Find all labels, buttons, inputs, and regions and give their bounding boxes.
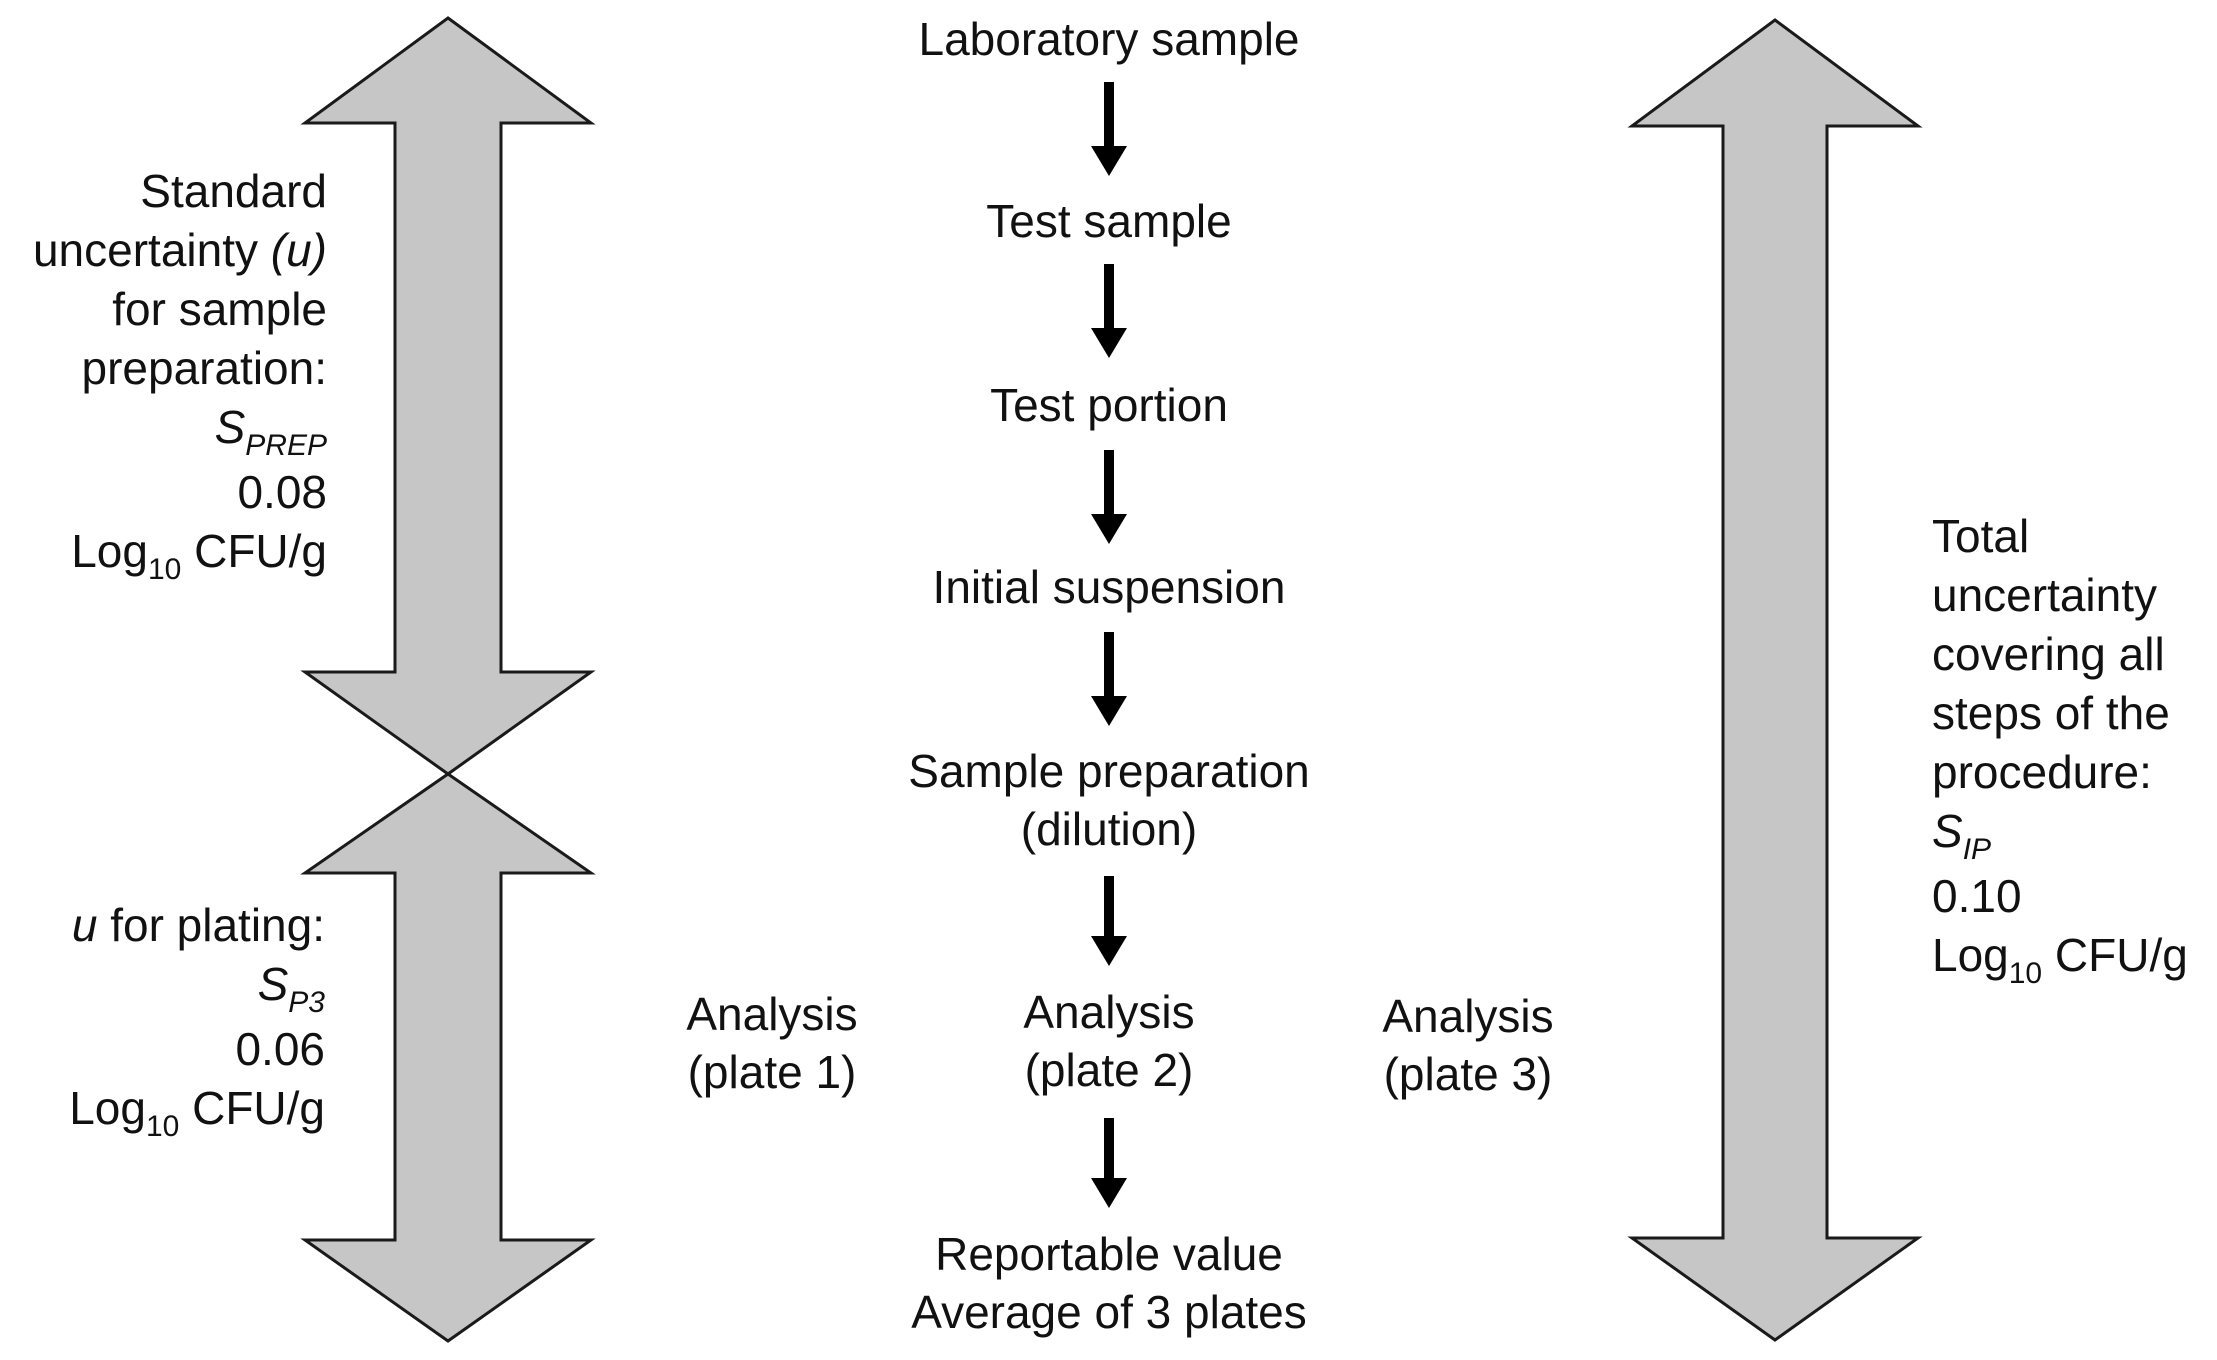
flow-arrow-3: [1091, 450, 1127, 544]
plating-uncertainty-note: u for plating: SP3 0.06 Log10 CFU/g: [69, 899, 325, 1143]
step-test-portion: Test portion: [990, 379, 1228, 431]
flow-arrow-5: [1091, 876, 1127, 966]
flow-arrow-1: [1091, 82, 1127, 176]
left-top-double-arrow: [300, 16, 596, 776]
step-sample-preparation: Sample preparation (dilution): [908, 745, 1310, 855]
step-initial-suspension: Initial suspension: [932, 561, 1286, 613]
flow-arrow-2: [1091, 264, 1127, 358]
step-analysis-plate-1: Analysis (plate 1): [686, 988, 858, 1098]
symbol-s-p3: SP3: [257, 958, 325, 1019]
step-reportable-value: Reportable value Average of 3 plates: [911, 1228, 1307, 1338]
flow-arrow-6: [1091, 1118, 1127, 1208]
symbol-s-prep: SPREP: [214, 401, 327, 462]
total-uncertainty-note: Total uncertainty covering all steps of …: [1932, 510, 2188, 990]
step-test-sample: Test sample: [986, 195, 1232, 247]
left-bottom-double-arrow: [300, 772, 596, 1343]
step-analysis-plate-2: Analysis (plate 2): [1023, 986, 1195, 1096]
flow-arrow-4: [1091, 632, 1127, 726]
right-double-arrow: [1627, 18, 1923, 1342]
step-laboratory-sample: Laboratory sample: [918, 13, 1300, 65]
sample-preparation-uncertainty-note: Standard uncertainty (u) for sample prep…: [32, 165, 327, 586]
step-analysis-plate-3: Analysis (plate 3): [1382, 990, 1554, 1100]
symbol-s-ip: SIP: [1932, 805, 1992, 866]
